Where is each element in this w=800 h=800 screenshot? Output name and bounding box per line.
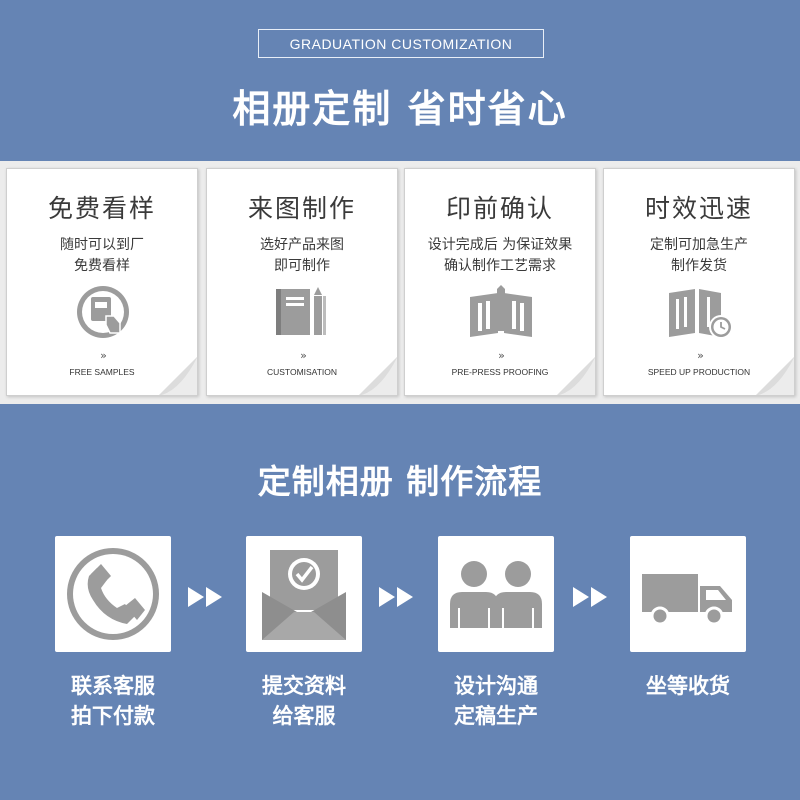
chevron-icon: »: [300, 349, 307, 362]
page-curl-icon: [359, 357, 397, 395]
process-title: 定制相册 制作流程: [257, 462, 543, 501]
feature-caption: SPEED UP PRODUCTION: [647, 367, 751, 377]
page-curl-icon: [557, 357, 595, 395]
page-title: 相册定制 省时省心: [232, 87, 568, 131]
step-submit-label: 提交资料 给客服: [262, 674, 346, 728]
chevron-icon: »: [498, 349, 505, 362]
feature-card-speed-up: 时效迅速 定制可加急生产 制作发货 » SPEED UP PRODUCTION: [603, 168, 795, 396]
truck-icon: [642, 574, 732, 626]
feature-card-customisation: 来图制作 选好产品来图 即可制作 » CUSTOMISATION: [206, 168, 398, 396]
step-design-label: 设计沟通 定稿生产: [454, 674, 538, 728]
step-receive-box: [630, 536, 746, 652]
feature-title: 印前确认: [445, 194, 554, 223]
step-receive-label: 坐等收货: [646, 674, 730, 698]
feature-title: 免费看样: [47, 194, 156, 223]
phone-icon: [67, 548, 159, 640]
feature-description: 定制可加急生产 制作发货: [650, 237, 748, 274]
feature-card-free-samples: 免费看样 随时可以到厂 免费看样 » FREE SAMPLES: [6, 168, 198, 396]
chevron-icon: »: [100, 349, 107, 362]
step-design-box: [438, 536, 554, 652]
page-curl-icon: [756, 357, 794, 395]
double-arrow-icon: [188, 587, 222, 607]
envelope-check-icon: [262, 550, 346, 640]
double-arrow-icon: [379, 587, 413, 607]
chevron-icon: »: [697, 349, 704, 362]
feature-description: 设计完成后 为保证效果 确认制作工艺需求: [427, 237, 573, 274]
open-book-icon: [466, 283, 536, 341]
tagline: GRADUATION CUSTOMIZATION: [258, 29, 544, 58]
feature-caption: CUSTOMISATION: [266, 367, 338, 377]
people-icon: [450, 561, 542, 628]
step-contact-box: [55, 536, 171, 652]
page-curl-icon: [159, 357, 197, 395]
feature-title: 来图制作: [247, 194, 356, 223]
feature-title: 时效迅速: [644, 194, 753, 223]
feature-caption: PRE-PRESS PROOFING: [451, 367, 549, 377]
feature-caption: FREE SAMPLES: [69, 367, 135, 377]
double-arrow-icon: [573, 587, 607, 607]
book-clock-icon: [665, 283, 735, 341]
hand-card-icon: [68, 283, 138, 341]
book-pencil-icon: [268, 283, 338, 341]
feature-card-pre-press: 印前确认 设计完成后 为保证效果 确认制作工艺需求 » PRE-PRESS PR…: [404, 168, 596, 396]
step-contact-label: 联系客服 拍下付款: [71, 674, 155, 728]
step-submit-box: [246, 536, 362, 652]
feature-description: 选好产品来图 即可制作: [260, 237, 344, 274]
feature-description: 随时可以到厂 免费看样: [60, 237, 144, 274]
